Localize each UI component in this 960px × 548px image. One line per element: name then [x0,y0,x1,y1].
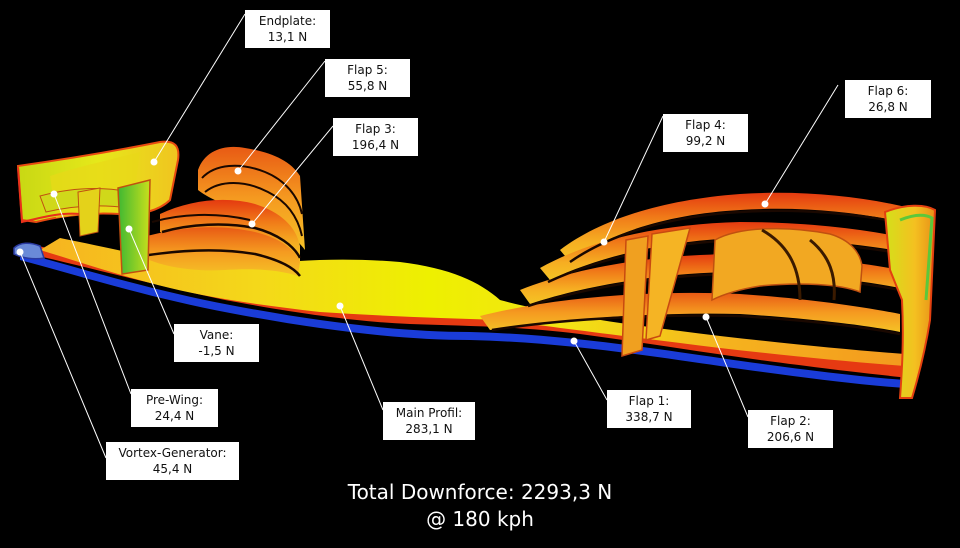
dot-mainprofil [336,302,344,310]
dot-endplate [150,158,158,166]
label-vortex: Vortex-Generator: 45,4 N [106,442,239,480]
label-prewing-value: 24,4 N [154,409,195,423]
total-downforce: Total Downforce: 2293,3 N [347,480,613,504]
label-vane-name: Vane: [199,328,234,342]
label-flap6-value: 26,8 N [868,100,908,114]
label-vane-value: -1,5 N [198,344,235,358]
leader-flap4 [603,115,664,243]
label-flap5-value: 55,8 N [347,79,388,93]
label-vortex-value: 45,4 N [152,462,193,476]
dot-flap4 [600,238,608,246]
label-prewing-name: Pre-Wing: [145,393,204,407]
leader-flap3 [251,125,334,225]
label-flap4: Flap 4: 99,2 N [663,114,748,152]
label-flap5-name: Flap 5: [347,63,388,77]
dot-flap6 [761,200,769,208]
leader-vane [128,228,175,335]
leader-flap5 [237,60,326,172]
label-flap2: Flap 2: 206,6 N [748,410,833,448]
label-flap1: Flap 1: 338,7 N [607,390,691,428]
label-flap3: Flap 3: 196,4 N [333,118,418,156]
label-flap3-value: 196,4 N [351,138,400,152]
dot-flap2 [702,313,710,321]
label-mainprofil: Main Profil: 283,1 N [383,402,475,440]
leader-endplate [153,13,246,163]
flap-1-surface [480,292,900,332]
dot-flap5 [234,167,242,175]
label-prewing: Pre-Wing: 24,4 N [131,389,218,427]
dot-flap1 [570,337,578,345]
leader-mainprofil [339,305,384,411]
right-endplate [883,204,937,399]
label-flap2-value: 206,6 N [766,430,815,444]
label-endplate-value: 13,1 N [267,30,308,44]
speed-caption: @ 180 kph [426,507,534,531]
flap-6-surface [560,192,910,262]
dot-vortex [16,248,24,256]
dot-flap3 [248,220,256,228]
right-inner-endplate [711,227,863,302]
label-flap4-value: 99,2 N [685,134,726,148]
leader-flap1 [573,340,608,401]
label-flap3-name: Flap 3: [355,122,396,136]
main-profil-surface [40,238,905,366]
left-vane [117,179,151,275]
label-flap1-value: 338,7 N [625,410,673,424]
label-mainprofil-value: 283,1 N [405,422,453,436]
label-flap6-name: Flap 6: [867,84,909,98]
label-flap2-name: Flap 2: [770,414,811,428]
leader-vortex [19,251,107,459]
label-flap4-name: Flap 4: [685,118,726,132]
leader-flap2 [705,316,749,418]
label-flap5: Flap 5: 55,8 N [325,59,410,97]
dot-prewing [50,190,58,198]
label-flap1-name: Flap 1: [628,394,670,408]
label-endplate: Endplate: 13,1 N [245,10,330,48]
right-vane [621,235,649,358]
label-vane: Vane: -1,5 N [174,324,259,362]
leader-flap6 [764,84,839,205]
label-mainprofil-name: Main Profil: [395,406,463,420]
label-endplate-name: Endplate: [258,14,317,28]
label-vortex-name: Vortex-Generator: [118,446,227,460]
main-plane-underside [20,252,905,388]
dot-vane [125,225,133,233]
leader-prewing [53,193,132,395]
label-flap6: Flap 6: 26,8 N [845,80,931,118]
